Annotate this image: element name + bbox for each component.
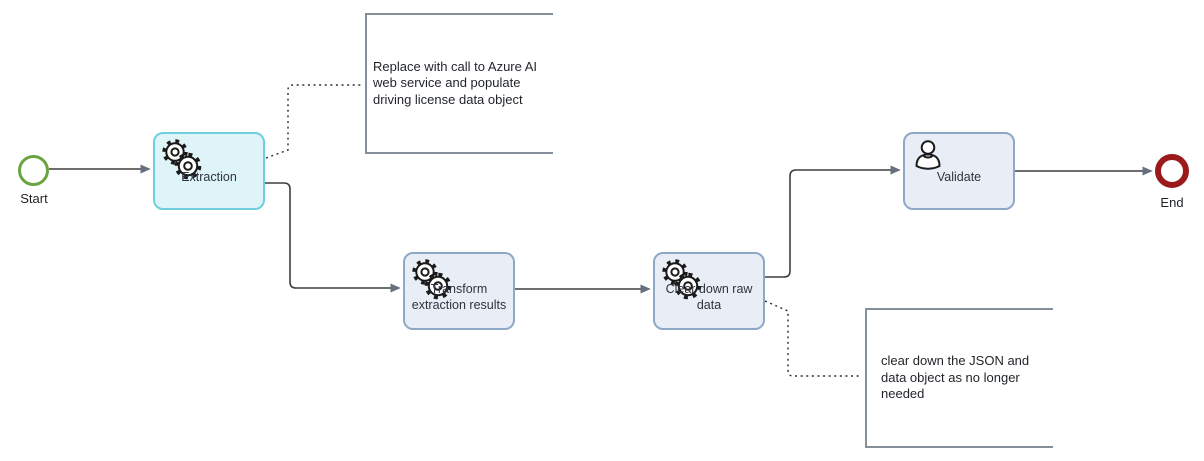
task-extraction[interactable]: Extraction [153, 132, 265, 210]
user-task-person-icon [915, 140, 941, 170]
task-cleardown-label: Clear down raw data [665, 282, 753, 312]
association-cleardown-to-cleanup-note [764, 300, 862, 377]
flow-extraction-to-transform [265, 182, 401, 293]
service-task-gears-icon [162, 139, 202, 180]
text-annotation-azure[interactable]: Replace with call to Azure AI web servic… [365, 13, 553, 154]
flow-cleardown-to-validate [765, 165, 901, 278]
service-task-gears-icon [662, 259, 702, 300]
service-task-gears-icon [412, 259, 452, 300]
text-annotation-azure-text: Replace with call to Azure AI web servic… [373, 58, 538, 107]
end-event-label: End [1160, 195, 1184, 210]
task-validate-label: Validate [936, 170, 982, 184]
start-event-label: Start [20, 191, 48, 206]
text-annotation-cleanup-text: clear down the JSON and data object as n… [881, 353, 1030, 402]
task-extraction-label: Extraction [181, 170, 237, 184]
task-transform-extraction-results[interactable]: Transform extraction results [403, 252, 515, 330]
task-validate[interactable]: Validate [903, 132, 1015, 210]
association-extraction-to-azure-note [265, 84, 363, 159]
task-transform-label: Transform extraction results [411, 282, 507, 312]
end-event[interactable] [1155, 154, 1189, 188]
start-event[interactable] [18, 155, 49, 186]
task-clear-down-raw-data[interactable]: Clear down raw data [653, 252, 765, 330]
text-annotation-cleanup[interactable]: clear down the JSON and data object as n… [865, 308, 1053, 448]
